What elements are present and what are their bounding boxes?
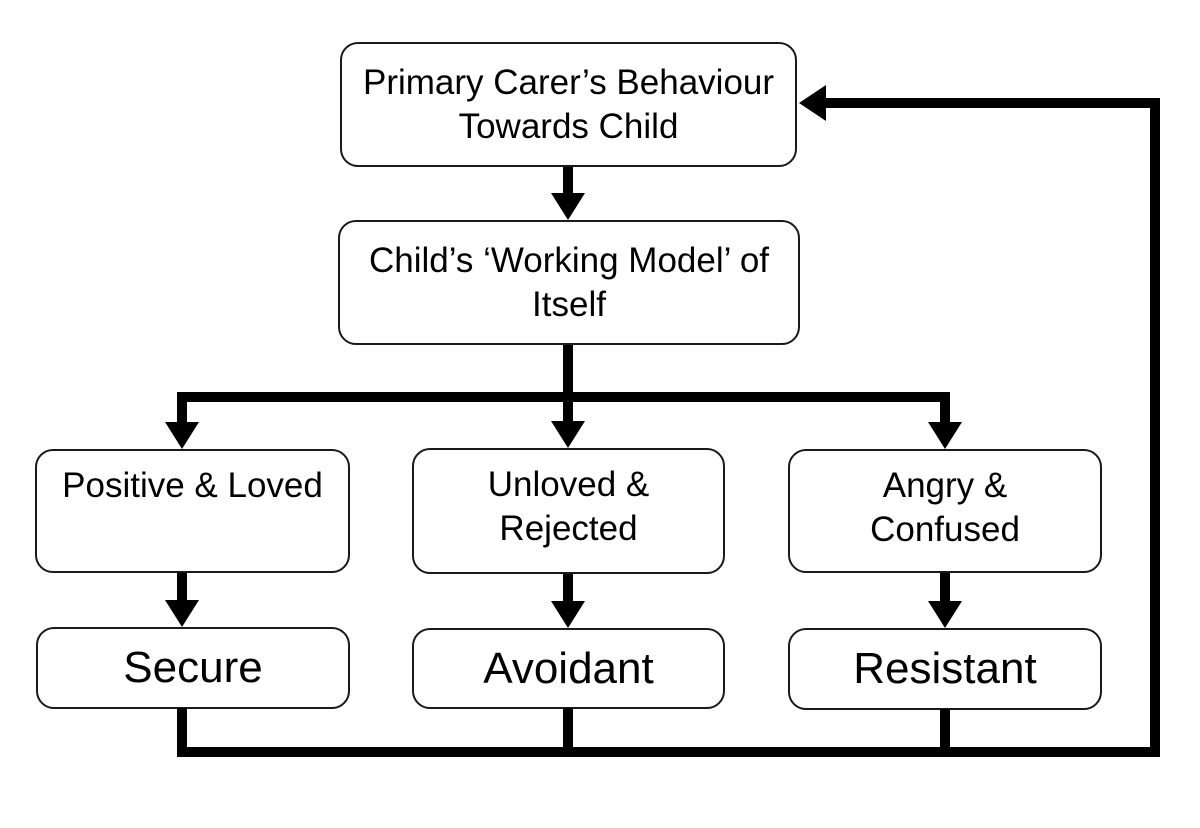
arrowhead-down-icon (165, 422, 199, 449)
node-label-line: Child’s ‘Working Model’ of (368, 240, 770, 280)
node-label-line: Positive & Loved (62, 466, 323, 505)
connector-model-to-branch (563, 345, 573, 402)
node-label-line: Primary Carer’s Behaviour (362, 62, 775, 102)
connector-angry-to-resistant (940, 573, 950, 601)
arrowhead-down-icon (165, 600, 199, 627)
node-resistant: Resistant (788, 628, 1102, 710)
connector-feedback-top-horizontal (826, 98, 1158, 108)
node-label-line: Resistant (853, 644, 1037, 693)
node-label-line: Towards Child (458, 106, 679, 146)
connector-resistant-to-rail (940, 709, 950, 757)
arrowhead-down-icon (928, 422, 962, 449)
arrowhead-down-icon (551, 193, 585, 220)
connector-branch-to-positive (177, 402, 187, 424)
connector-feedback-right-vertical (1150, 98, 1160, 757)
node-primary-carers-behaviour: Primary Carer’s Behaviour Towards Child (340, 42, 797, 167)
connector-branch-horizontal (177, 392, 950, 402)
node-label-line: Unloved & (487, 465, 650, 504)
node-positive-and-loved: Positive & Loved (35, 449, 350, 573)
node-secure: Secure (36, 627, 350, 709)
node-label-line: Avoidant (483, 643, 654, 693)
arrowhead-left-icon (799, 85, 826, 121)
connector-avoidant-to-rail (563, 708, 573, 757)
arrowhead-down-icon (551, 421, 585, 448)
connector-secure-to-rail (177, 708, 187, 757)
arrowhead-down-icon (928, 601, 962, 628)
node-label-line: Itself (532, 284, 606, 324)
connector-feedback-bottom-rail (177, 747, 1160, 757)
arrowhead-down-icon (551, 601, 585, 628)
connector-branch-to-angry (940, 402, 950, 424)
connector-positive-to-secure (177, 573, 187, 601)
node-label-line: Secure (123, 643, 263, 692)
node-childs-working-model: Child’s ‘Working Model’ of Itself (338, 220, 800, 345)
node-avoidant: Avoidant (412, 628, 725, 709)
node-angry-and-confused: Angry & Confused (788, 449, 1102, 573)
node-label-line: Rejected (499, 509, 638, 548)
node-label-line: Angry & (882, 466, 1008, 505)
node-label-line: Confused (870, 510, 1020, 549)
connector-unloved-to-avoidant (563, 574, 573, 601)
connector-primary-to-model (563, 167, 573, 197)
node-unloved-and-rejected: Unloved & Rejected (412, 448, 725, 574)
connector-branch-to-unloved (563, 402, 573, 424)
